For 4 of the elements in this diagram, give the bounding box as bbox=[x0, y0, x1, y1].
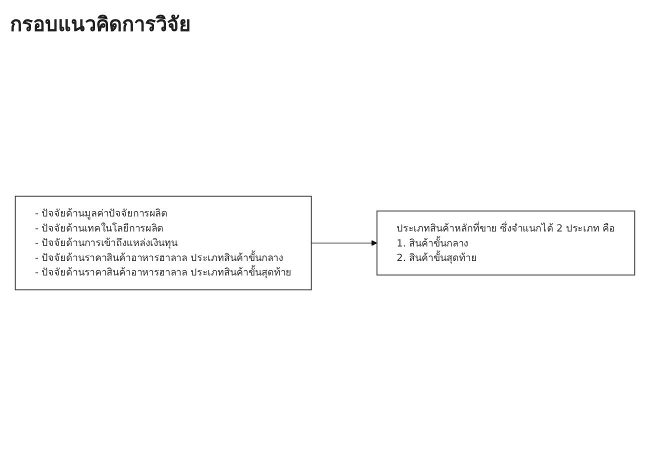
diagram-title: กรอบแนวคิดการวิจัย bbox=[10, 11, 192, 38]
node-box: - ปัจจัยด้านมูลค่าปัจจัยการผลิต - ปัจจัยด้านเทคในโลยีการผลิต - ปัจจัยด้านการเข้าถึงแหล่งเงินทุน - ปัจจัยด้านราคาสินค้าอาหารฮาลาล ประเภทสินค้าขั้นกลาง - ปัจจัยด้านราคาสินค้าอาหารฮาลาล ประเภทสินค้าขั้นสุดท้าย bbox=[14, 196, 312, 290]
node-box: ประเภทสินค้าหลักที่ขาย ซึ่งจำแนกได้ 2 ประเภท คือ 1. สินค้าขั้นกลาง 2. สินค้าขั้นสุดท้าย bbox=[376, 210, 636, 276]
arrow bbox=[311, 240, 378, 246]
